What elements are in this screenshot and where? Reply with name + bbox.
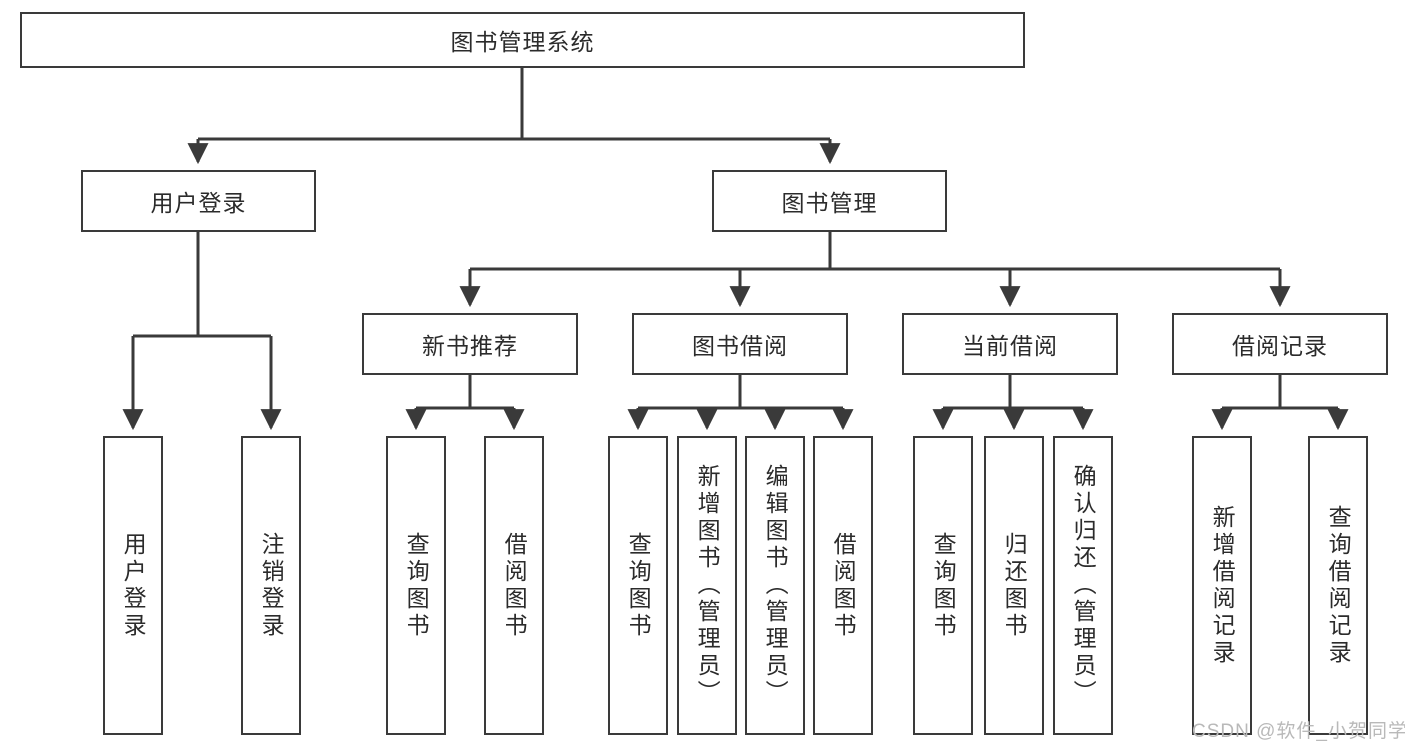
node-borrow-record-label: 借阅记录	[1232, 333, 1328, 359]
node-leaf-add-book-label: 新增图书（管理员）	[694, 464, 721, 707]
node-leaf-query-record[interactable]: 查询借阅记录	[1308, 436, 1368, 735]
node-leaf-user-login-label: 用户登录	[120, 531, 147, 640]
node-leaf-query-record-label: 查询借阅记录	[1325, 504, 1352, 667]
node-new-book-recommend[interactable]: 新书推荐	[362, 313, 578, 375]
node-leaf-add-book[interactable]: 新增图书（管理员）	[677, 436, 737, 735]
node-current-borrow[interactable]: 当前借阅	[902, 313, 1118, 375]
node-leaf-user-login[interactable]: 用户登录	[103, 436, 163, 735]
node-leaf-query-book-1[interactable]: 查询图书	[386, 436, 446, 735]
node-root-label: 图书管理系统	[450, 29, 595, 55]
node-leaf-user-logout-label: 注销登录	[258, 531, 285, 640]
node-root[interactable]: 图书管理系统	[20, 12, 1025, 68]
node-book-manage-label: 图书管理	[781, 190, 878, 216]
node-user-login[interactable]: 用户登录	[81, 170, 316, 232]
node-leaf-edit-book[interactable]: 编辑图书（管理员）	[745, 436, 805, 735]
node-leaf-query-book-2[interactable]: 查询图书	[608, 436, 668, 735]
node-leaf-query-book-3-label: 查询图书	[930, 531, 957, 640]
node-new-book-recommend-label: 新书推荐	[422, 333, 518, 359]
node-leaf-confirm-return-label: 确认归还（管理员）	[1070, 464, 1097, 707]
node-current-borrow-label: 当前借阅	[962, 333, 1058, 359]
node-book-borrow[interactable]: 图书借阅	[632, 313, 848, 375]
node-book-manage[interactable]: 图书管理	[712, 170, 947, 232]
node-leaf-borrow-book-1[interactable]: 借阅图书	[484, 436, 544, 735]
node-leaf-add-record[interactable]: 新增借阅记录	[1192, 436, 1252, 735]
node-leaf-borrow-book-2[interactable]: 借阅图书	[813, 436, 873, 735]
node-leaf-edit-book-label: 编辑图书（管理员）	[762, 464, 789, 707]
node-user-login-label: 用户登录	[150, 190, 247, 216]
node-leaf-query-book-3[interactable]: 查询图书	[913, 436, 973, 735]
node-leaf-query-book-2-label: 查询图书	[625, 531, 652, 640]
node-leaf-add-record-label: 新增借阅记录	[1209, 504, 1236, 667]
node-book-borrow-label: 图书借阅	[692, 333, 788, 359]
node-leaf-return-book-label: 归还图书	[1001, 531, 1028, 640]
node-leaf-query-book-1-label: 查询图书	[403, 531, 430, 640]
csdn-watermark: CSDN @软件_小贺同学	[1192, 721, 1405, 742]
node-leaf-user-logout[interactable]: 注销登录	[241, 436, 301, 735]
node-leaf-confirm-return[interactable]: 确认归还（管理员）	[1053, 436, 1113, 735]
node-borrow-record[interactable]: 借阅记录	[1172, 313, 1388, 375]
node-leaf-return-book[interactable]: 归还图书	[984, 436, 1044, 735]
node-leaf-borrow-book-2-label: 借阅图书	[830, 531, 857, 640]
node-leaf-borrow-book-1-label: 借阅图书	[501, 531, 528, 640]
